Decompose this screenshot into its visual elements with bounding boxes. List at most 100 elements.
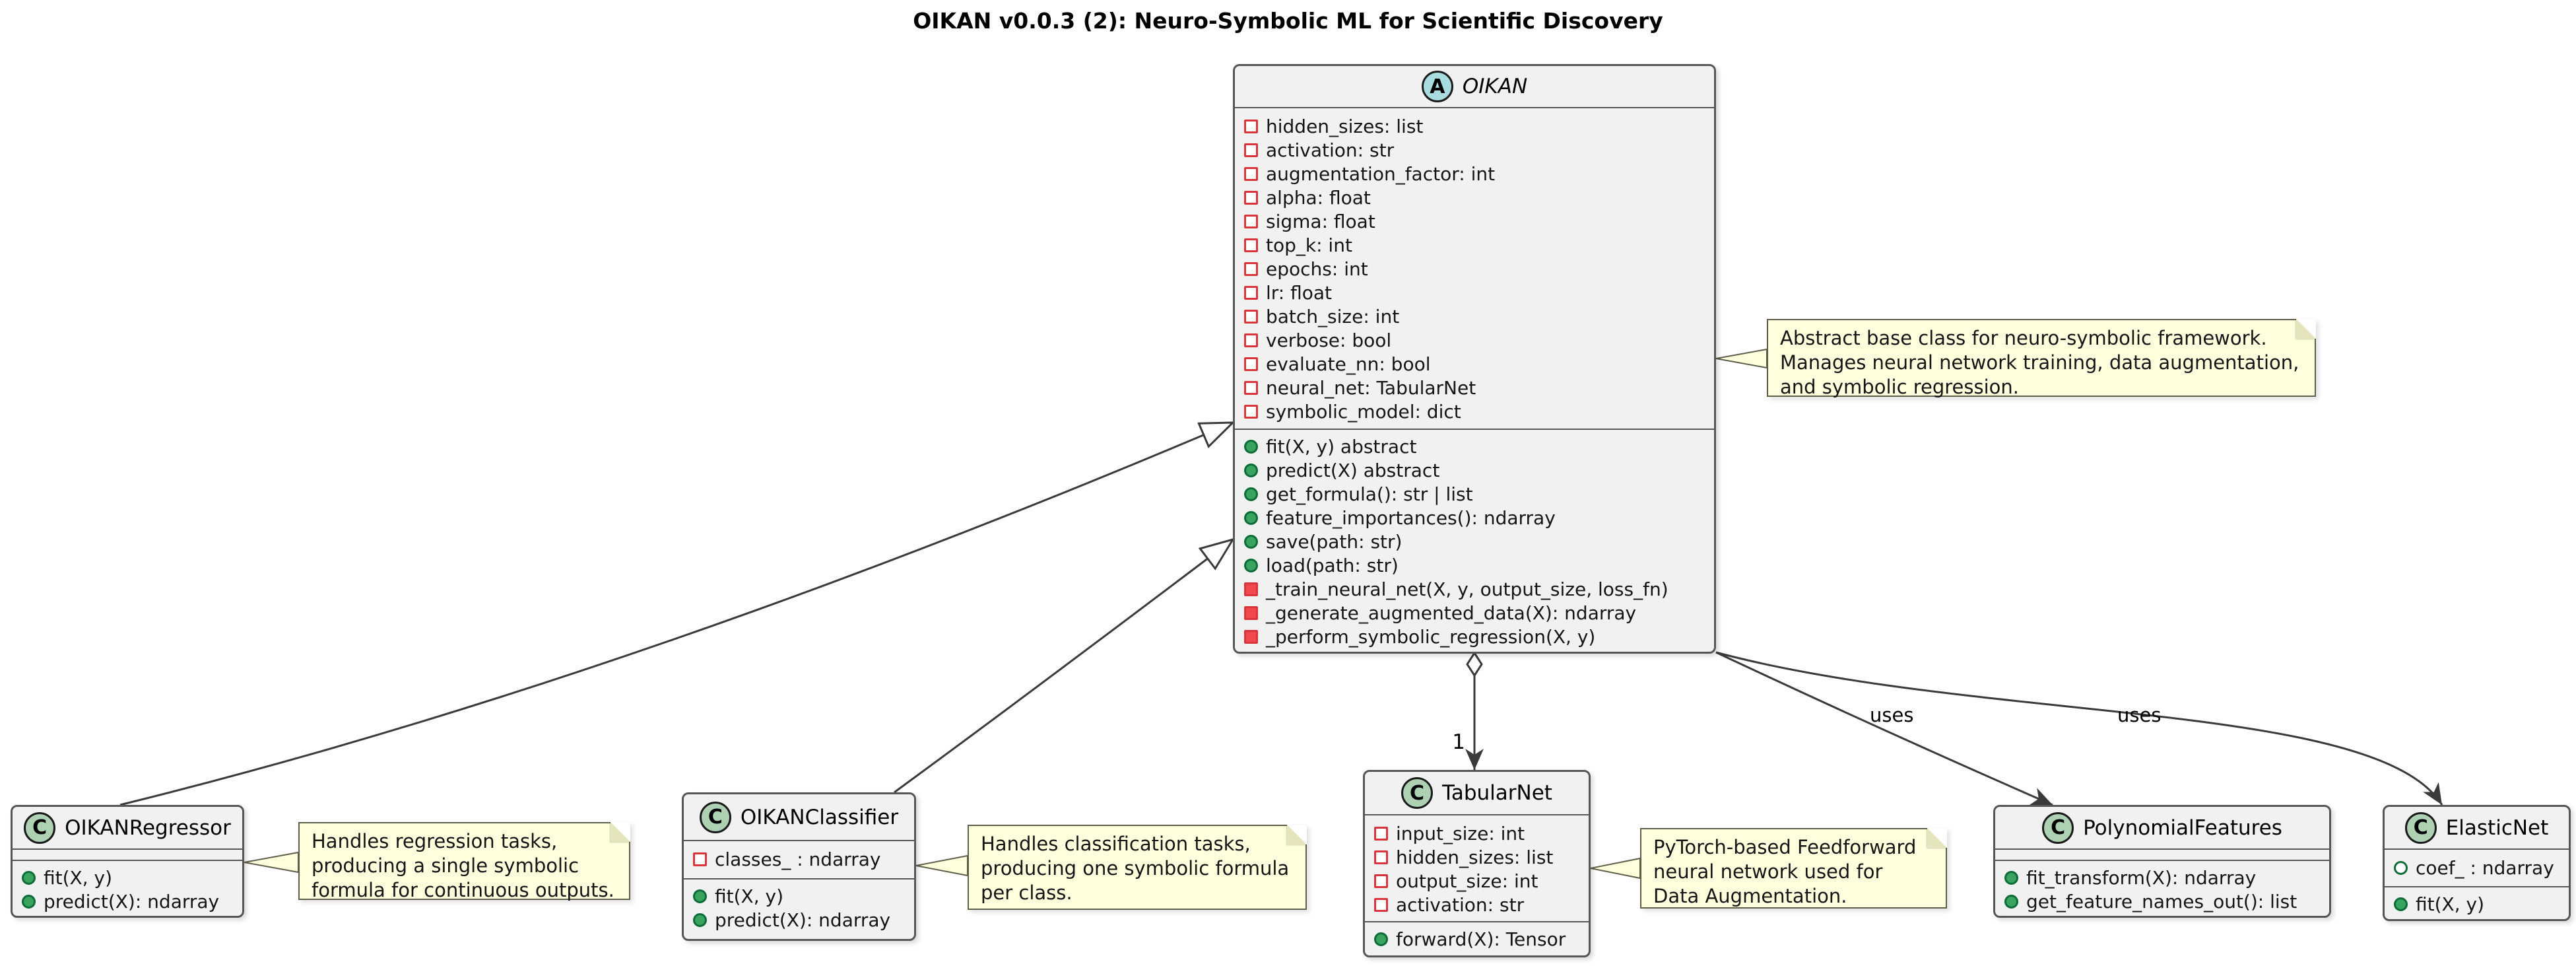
member-text: predict(X): ndarray (44, 890, 220, 913)
public-method-icon (1244, 463, 1258, 477)
member-row: input_size: int (1365, 821, 1589, 845)
member-text: symbolic_model: dict (1266, 400, 1461, 423)
note-connector-classifier (915, 854, 968, 877)
member-row: _generate_augmented_data(X): ndarray (1235, 601, 1714, 625)
note-line: Handles regression tasks, (312, 830, 558, 852)
member-text: batch_size: int (1266, 305, 1400, 328)
member-row: activation: str (1235, 138, 1714, 162)
composition-diamond-icon (1466, 651, 1483, 677)
private-field-icon (1244, 190, 1258, 205)
class-header: C TabularNet (1365, 772, 1589, 815)
member-text: feature_importances(): ndarray (1266, 506, 1556, 529)
member-row: get_formula(): str | list (1235, 482, 1714, 506)
member-row: load(path: str) (1235, 553, 1714, 577)
private-field-icon (1244, 119, 1258, 133)
member-row: coef_ : ndarray (2385, 856, 2569, 880)
member-row: fit(X, y) (13, 866, 242, 889)
class-badge-icon: C (24, 811, 56, 844)
member-row: hidden_sizes: list (1235, 114, 1714, 138)
private-field-icon (1244, 238, 1258, 252)
attributes-section (13, 850, 242, 861)
member-row: neural_net: TabularNet (1235, 376, 1714, 399)
note-line: producing one symbolic formula (981, 857, 1290, 880)
public-method-icon (1244, 487, 1258, 501)
note-oikanregressor: Handles regression tasks,producing a sin… (298, 822, 630, 903)
member-text: output_size: int (1396, 870, 1538, 892)
member-text: forward(X): Tensor (1396, 928, 1566, 950)
note-line: per class. (981, 881, 1073, 904)
note-connector-regressor (244, 851, 299, 874)
note-text: Handles regression tasks,producing a sin… (312, 829, 616, 903)
private-field-icon (693, 852, 707, 866)
member-text: activation: str (1266, 139, 1395, 161)
class-badge-icon: C (699, 801, 731, 833)
private-field-icon (1244, 143, 1258, 157)
methods-section: fit(X, y)predict(X): ndarray (13, 861, 242, 916)
public-method-icon (693, 913, 707, 927)
public-method-icon (1244, 534, 1258, 549)
member-text: top_k: int (1266, 234, 1352, 256)
abstract-class-badge-icon: A (1421, 71, 1453, 102)
note-fold-corner-icon (611, 822, 630, 842)
methods-section: fit(X, y) (2385, 887, 2569, 919)
member-text: coef_ : ndarray (2416, 856, 2554, 879)
methods-section: forward(X): Tensor (1365, 922, 1589, 955)
class-header: C OIKANRegressor (13, 807, 242, 850)
member-row: activation: str (1365, 893, 1589, 916)
member-text: predict(X): ndarray (715, 909, 891, 931)
note-line: Data Augmentation. (1653, 885, 1847, 907)
private-field-icon (1374, 826, 1388, 841)
private-field-icon (1244, 357, 1258, 371)
inheritance-arrow-classifier-to-oikan (894, 539, 1233, 794)
member-row: predict(X): ndarray (13, 889, 242, 913)
member-text: verbose: bool (1266, 329, 1392, 351)
public-method-icon (22, 894, 36, 909)
private-method-icon (1244, 605, 1258, 620)
uses-label-elasticnet: uses (2117, 704, 2162, 726)
member-row: augmentation_factor: int (1235, 162, 1714, 186)
note-line: Abstract base class for neuro-symbolic f… (1780, 327, 2267, 349)
private-field-icon (1244, 309, 1258, 324)
member-row: fit(X, y) (2385, 892, 2569, 916)
member-text: load(path: str) (1266, 554, 1399, 576)
member-row: _perform_symbolic_regression(X, y) (1235, 625, 1714, 648)
class-name: OIKANRegressor (65, 815, 231, 840)
class-header: C PolynomialFeatures (1995, 807, 2329, 850)
member-row: epochs: int (1235, 257, 1714, 281)
private-field-icon (1244, 214, 1258, 228)
member-text: _generate_augmented_data(X): ndarray (1266, 602, 1637, 624)
private-field-icon (1374, 874, 1388, 888)
member-row: evaluate_nn: bool (1235, 352, 1714, 376)
member-row: fit(X, y) (684, 884, 914, 908)
member-row: get_feature_names_out(): list (1995, 889, 2329, 913)
member-text: fit(X, y) abstract (1266, 435, 1417, 458)
note-fold-corner-icon (1287, 825, 1307, 845)
private-field-icon (1244, 261, 1258, 276)
class-elasticnet: C ElasticNet coef_ : ndarray fit(X, y) (2383, 805, 2571, 921)
member-text: get_formula(): str | list (1266, 483, 1473, 505)
attributes-section (1995, 850, 2329, 861)
member-text: _perform_symbolic_regression(X, y) (1266, 625, 1596, 648)
member-row: predict(X) abstract (1235, 458, 1714, 482)
member-text: augmentation_factor: int (1266, 162, 1496, 185)
uses-label-polynomialfeatures: uses (1870, 704, 1914, 726)
member-text: fit(X, y) (2416, 893, 2485, 915)
class-badge-icon: C (2042, 811, 2074, 844)
class-badge-icon: C (2404, 811, 2437, 844)
note-connector-tabularnet (1590, 857, 1641, 880)
public-method-icon (1244, 558, 1258, 572)
private-field-icon (1374, 850, 1388, 864)
private-field-icon (1244, 285, 1258, 300)
class-name: OIKANClassifier (740, 805, 899, 829)
class-name: TabularNet (1442, 781, 1552, 805)
member-row: _train_neural_net(X, y, output_size, los… (1235, 577, 1714, 601)
note-connector-oikan (1715, 348, 1767, 369)
attributes-section: coef_ : ndarray (2385, 850, 2569, 887)
